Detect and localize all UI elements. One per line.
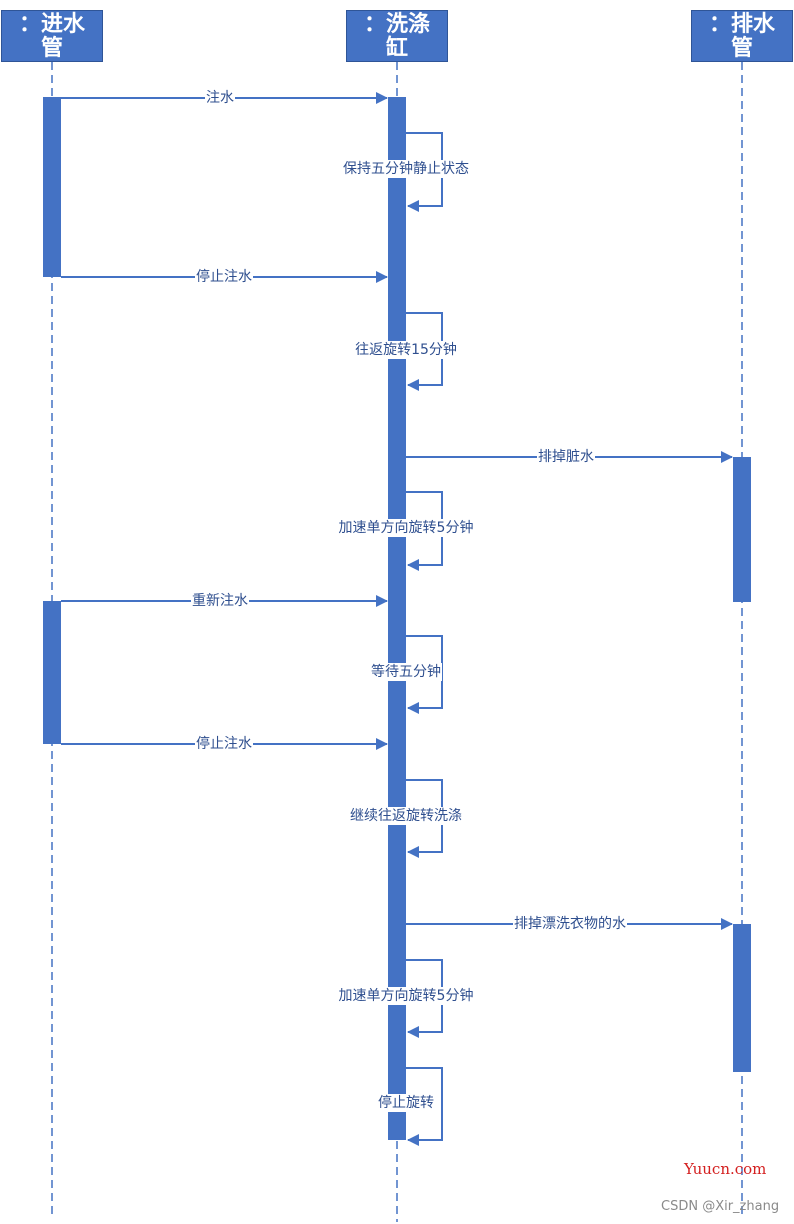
message-label-m7: 重新注水 — [191, 592, 249, 610]
message-label-m10: 继续往返旋转洗涤 — [349, 807, 463, 825]
self-arrow-m13 — [406, 1067, 443, 1146]
activation-inlet-1 — [43, 97, 61, 277]
lifeline-head-tub: ：洗涤 缸 — [346, 10, 448, 62]
message-label-m12: 加速单方向旋转5分钟 — [337, 987, 475, 1005]
message-label-m2: 保持五分钟静止状态 — [342, 160, 470, 178]
self-arrow-m8 — [406, 635, 443, 714]
message-label-m13: 停止旋转 — [377, 1094, 435, 1112]
message-label-m1: 注水 — [205, 89, 235, 107]
lifeline-title-inlet-2: 管 — [40, 36, 63, 61]
lifeline-head-inlet: ：进水 管 — [1, 10, 103, 62]
message-label-m9: 停止注水 — [195, 735, 253, 753]
activation-tub — [388, 97, 406, 1140]
lifeline-title-tub-2: 缸 — [385, 36, 408, 61]
message-label-m5: 排掉脏水 — [537, 448, 595, 466]
activation-drain-2 — [733, 924, 751, 1072]
lifeline-title-tub: ：洗涤 — [363, 12, 430, 37]
activation-inlet-2 — [43, 601, 61, 744]
message-label-m11: 排掉漂洗衣物的水 — [513, 915, 627, 933]
watermark-credit: CSDN @Xir_zhang — [661, 1199, 780, 1214]
lifeline-title-inlet: ：进水 — [18, 12, 85, 37]
watermark-site: Yuucn.com — [684, 1160, 767, 1178]
message-label-m8: 等待五分钟 — [370, 663, 442, 681]
lifeline-title-drain: ：排水 — [708, 12, 775, 37]
lifeline-title-drain-2: 管 — [730, 36, 753, 61]
message-label-m4: 往返旋转15分钟 — [354, 341, 458, 359]
activation-drain-1 — [733, 457, 751, 602]
lifeline-head-drain: ：排水 管 — [691, 10, 793, 62]
message-label-m6: 加速单方向旋转5分钟 — [337, 519, 475, 537]
message-label-m3: 停止注水 — [195, 268, 253, 286]
